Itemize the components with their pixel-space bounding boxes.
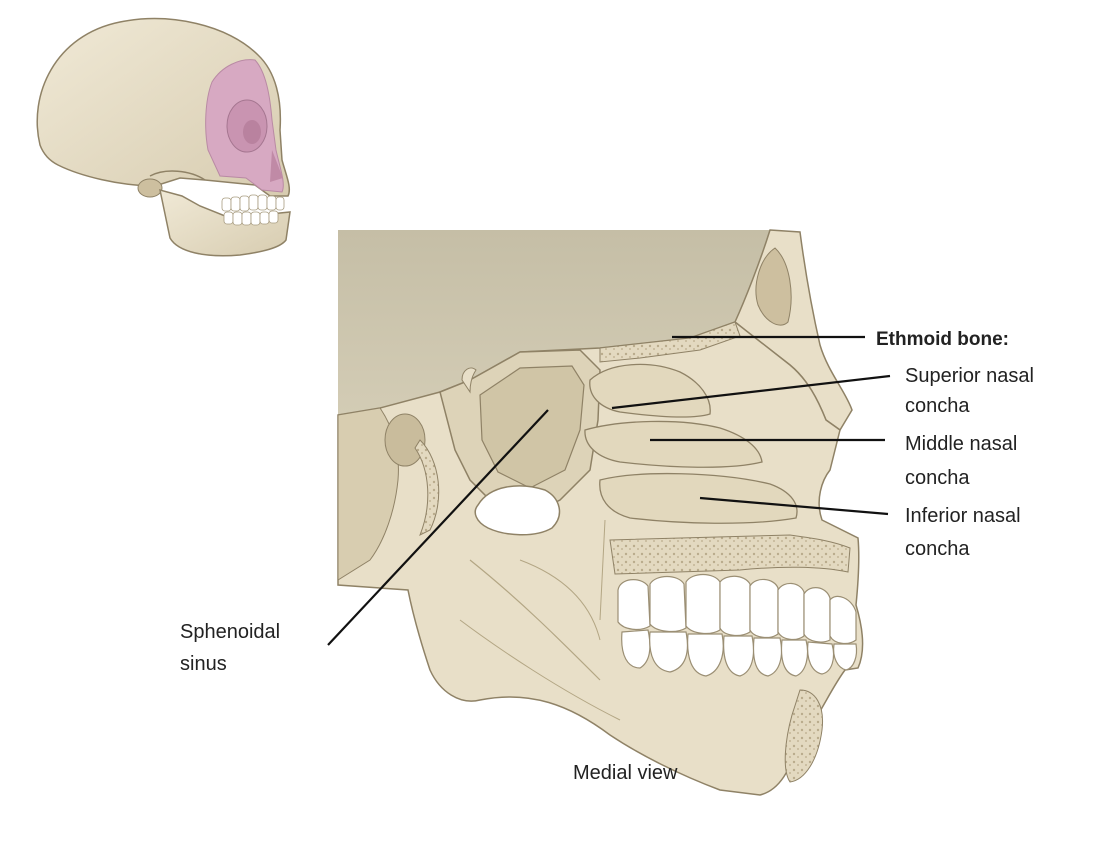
inferior-nasal-concha-shape [599,472,798,524]
ethmoid-bone-heading: Ethmoid bone: [876,329,1009,350]
superior-nasal-concha-shape [589,363,711,418]
sphenoidal-sinus-label-line2: sinus [180,653,227,675]
superior-nasal-concha-leader-line [611,374,891,410]
inferior-nasal-concha-label-line2: concha [905,538,970,560]
inferior-nasal-concha-leader-line [699,496,889,516]
middle-nasal-concha-label-line1: Middle nasal [905,433,1018,455]
middle-nasal-concha-shape [584,420,763,468]
middle-nasal-concha-label-line2: concha [905,467,970,489]
superior-nasal-concha-label-line1: Superior nasal [905,365,1034,387]
inferior-nasal-concha-label-line1: Inferior nasal [905,505,1021,527]
lower-teeth [621,629,858,677]
skull-thumbnail-icon [36,17,291,257]
skull-medial-section-illustration [337,229,864,796]
superior-nasal-concha-label-line2: concha [905,395,970,417]
sphenoidal-sinus-label-line1: Sphenoidal [180,621,281,643]
sphenoidal-sinus-leader-line [327,409,549,646]
upper-teeth [617,573,857,645]
figure-caption: Medial view [573,762,678,784]
